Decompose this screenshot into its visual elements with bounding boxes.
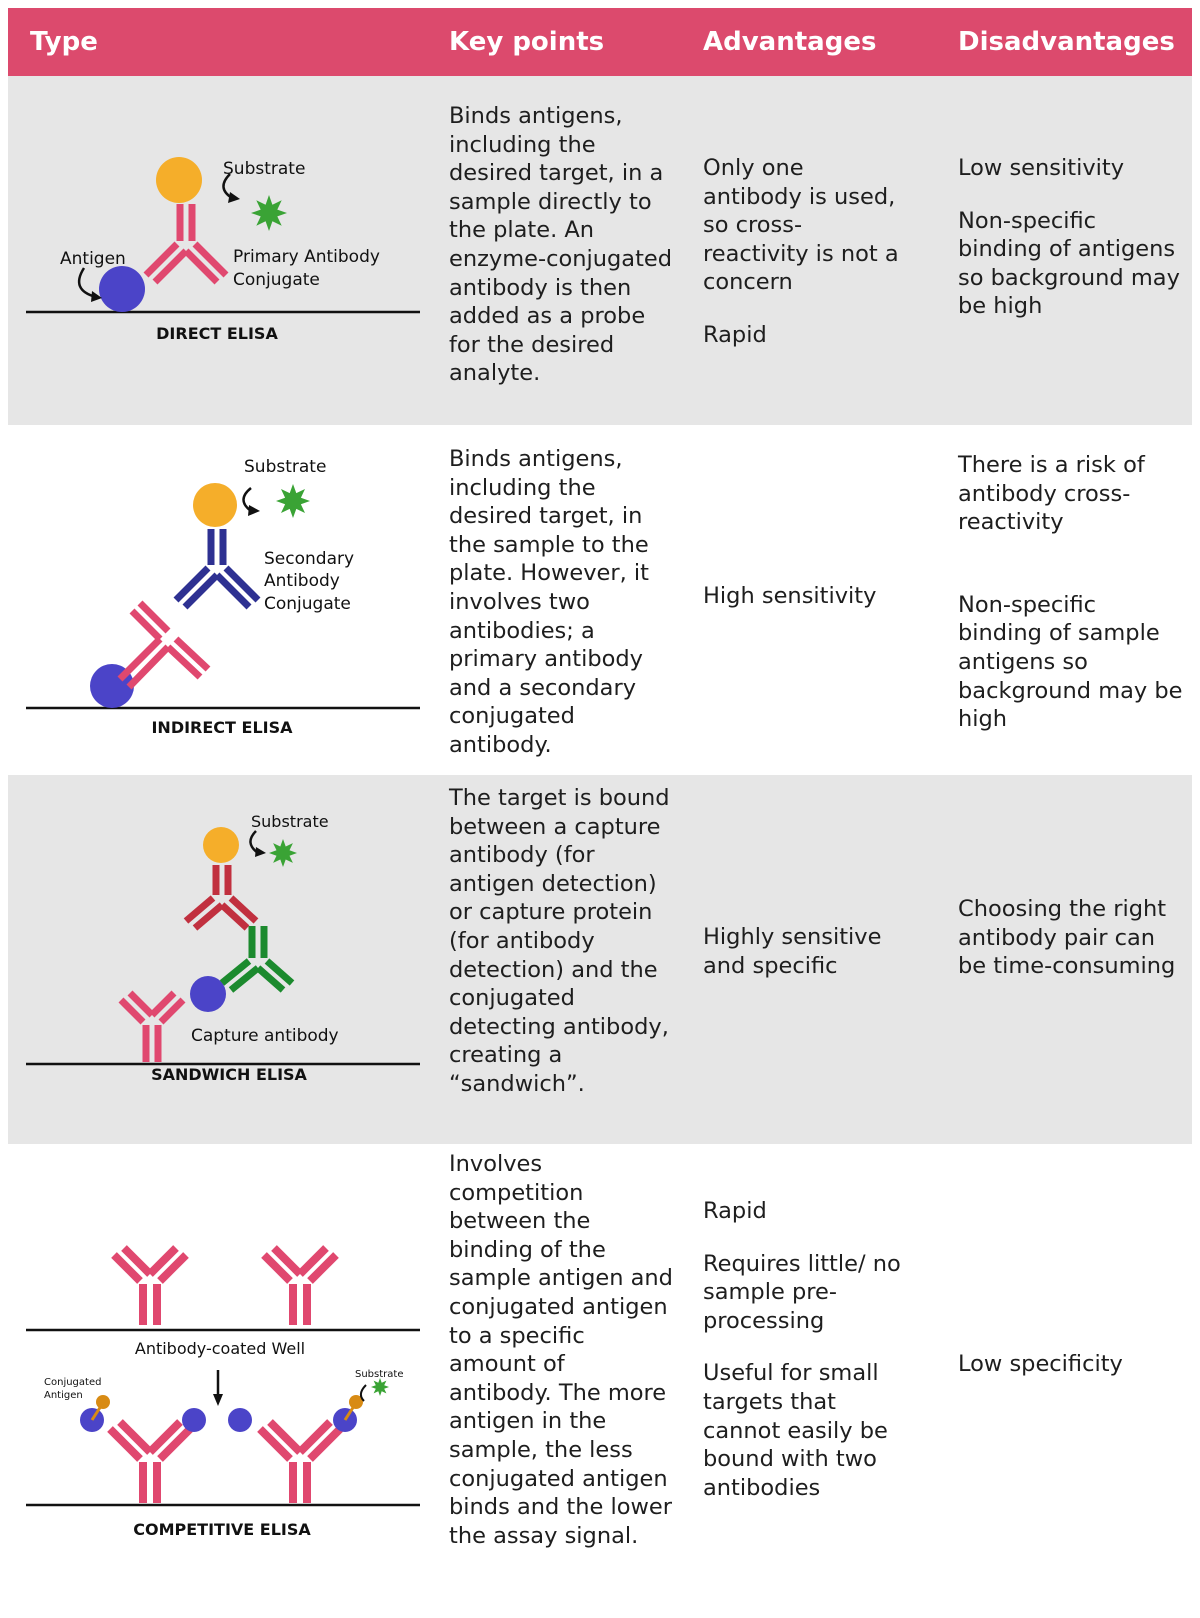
capture-antibody-icon — [118, 990, 186, 1062]
advantage-item: Highly sensitive and specific — [703, 924, 882, 979]
sandwich-advantages: Highly sensitive and specific — [703, 923, 903, 980]
disadvantage-item: Low specificity — [958, 1351, 1123, 1377]
disadvantage-item: Low sensitivity — [958, 155, 1125, 181]
antibody-label: Antibody — [264, 571, 340, 591]
conjugate-label: Conjugate — [233, 270, 320, 290]
competitive-key-points: Involves competition between the binding… — [449, 1151, 673, 1549]
sandwich-disadvantages: Choosing the right antibody pair can be … — [958, 895, 1183, 981]
conjugate-label: Conjugate — [264, 594, 351, 614]
substrate-star — [371, 1378, 389, 1396]
antibody-icon-bottom-left — [107, 1419, 193, 1503]
primary-antibody-label: Primary Antibody — [233, 247, 380, 267]
sandwich-key-points: The target is bound between a capture an… — [449, 785, 670, 1097]
advantage-item: Rapid — [703, 1198, 767, 1224]
disadvantage-item: Non-specific binding of antigens so back… — [958, 207, 1180, 320]
sandwich-elisa-diagram: Substrate Capture antibody SANDWICH ELIS… — [26, 812, 420, 1084]
table-row-indirect: Substrate Secondary Antibody Conjugate I… — [8, 425, 1192, 775]
substrate-label: Substrate — [223, 159, 305, 179]
competitive-elisa-diagram: Antibody-coated Well Conjugated Antigen … — [26, 1245, 420, 1539]
enzyme-circle — [193, 483, 237, 527]
primary-antibody-icon — [143, 204, 229, 285]
small-antigen-dot — [349, 1395, 363, 1409]
substrate-star — [276, 484, 310, 518]
detection-antibody-icon — [219, 926, 295, 993]
enzyme-circle — [203, 827, 239, 863]
table-header: Type Key points Advantages Disadvantages — [8, 8, 1192, 76]
indirect-disadvantages: There is a risk of antibody cross-reacti… — [958, 451, 1183, 734]
antigen-circle — [99, 266, 145, 312]
table-row-competitive: Antibody-coated Well Conjugated Antigen … — [8, 1144, 1192, 1618]
antigen-label: Antigen — [44, 1390, 83, 1401]
direct-elisa-title: DIRECT ELISA — [156, 324, 278, 343]
disadvantage-item: There is a risk of antibody cross-reacti… — [958, 452, 1145, 536]
table-row-sandwich: Substrate Capture antibody SANDWICH ELIS… — [8, 775, 1192, 1144]
indirect-elisa-title: INDIRECT ELISA — [151, 718, 293, 737]
sandwich-elisa-title: SANDWICH ELISA — [151, 1065, 307, 1084]
indirect-advantages: High sensitivity — [703, 582, 903, 611]
direct-disadvantages: Low sensitivity Non-specific binding of … — [958, 154, 1183, 321]
disadvantage-item: Non-specific binding of sample antigens … — [958, 591, 1183, 733]
enzyme-circle — [156, 157, 202, 203]
antibody-icon-top-right — [261, 1245, 339, 1325]
antibody-icon-top-left — [111, 1245, 189, 1325]
antigen-circle — [190, 976, 226, 1012]
disadvantage-item: Choosing the right antibody pair can be … — [958, 896, 1176, 980]
direct-key-points: Binds antigens, including the desired ta… — [449, 103, 673, 387]
advantage-item: Only one antibody is used, so cross-reac… — [703, 155, 899, 296]
header-advantages: Advantages — [703, 27, 877, 57]
header-key-points: Key points — [449, 27, 605, 57]
competitive-disadvantages: Low specificity — [958, 1350, 1183, 1379]
direct-advantages: Only one antibody is used, so cross-reac… — [703, 154, 903, 350]
secondary-label: Secondary — [264, 549, 354, 569]
table-row-direct: Substrate Antigen Primary Antibody Conju… — [8, 76, 1192, 425]
substrate-star — [251, 195, 287, 231]
antibody-icon-bottom-right — [257, 1419, 343, 1503]
header-disadvantages: Disadvantages — [958, 27, 1175, 57]
small-antigen-dot — [96, 1395, 110, 1409]
capture-antibody-label: Capture antibody — [191, 1026, 339, 1046]
well-label: Antibody-coated Well — [135, 1339, 305, 1358]
advantage-item: Rapid — [703, 321, 767, 348]
substrate-arrow — [360, 1384, 367, 1402]
antigen-circle — [182, 1408, 206, 1432]
header-type: Type — [30, 27, 98, 57]
direct-elisa-diagram: Substrate Antigen Primary Antibody Conju… — [26, 157, 420, 343]
advantage-item: High sensitivity — [703, 583, 877, 609]
indirect-elisa-diagram: Substrate Secondary Antibody Conjugate I… — [26, 457, 420, 737]
advantage-item: Requires little/ no sample pre-processin… — [703, 1250, 901, 1334]
substrate-label: Substrate — [355, 1369, 403, 1380]
substrate-star — [269, 839, 297, 867]
advantage-item: Useful for small targets that cannot eas… — [703, 1360, 888, 1501]
substrate-label: Substrate — [251, 812, 329, 831]
conjugate-antibody-icon — [183, 865, 259, 931]
antigen-circle — [228, 1408, 252, 1432]
indirect-key-points: Binds antigens, including the desired ta… — [449, 446, 650, 758]
substrate-label: Substrate — [244, 457, 326, 477]
antigen-label: Antigen — [60, 249, 126, 269]
conjugated-label: Conjugated — [44, 1377, 101, 1388]
competitive-elisa-title: COMPETITIVE ELISA — [133, 1520, 311, 1539]
primary-antibody-icon — [117, 600, 211, 690]
secondary-antibody-icon — [173, 529, 261, 610]
competitive-advantages: Rapid Requires little/ no sample pre-pro… — [703, 1197, 903, 1502]
